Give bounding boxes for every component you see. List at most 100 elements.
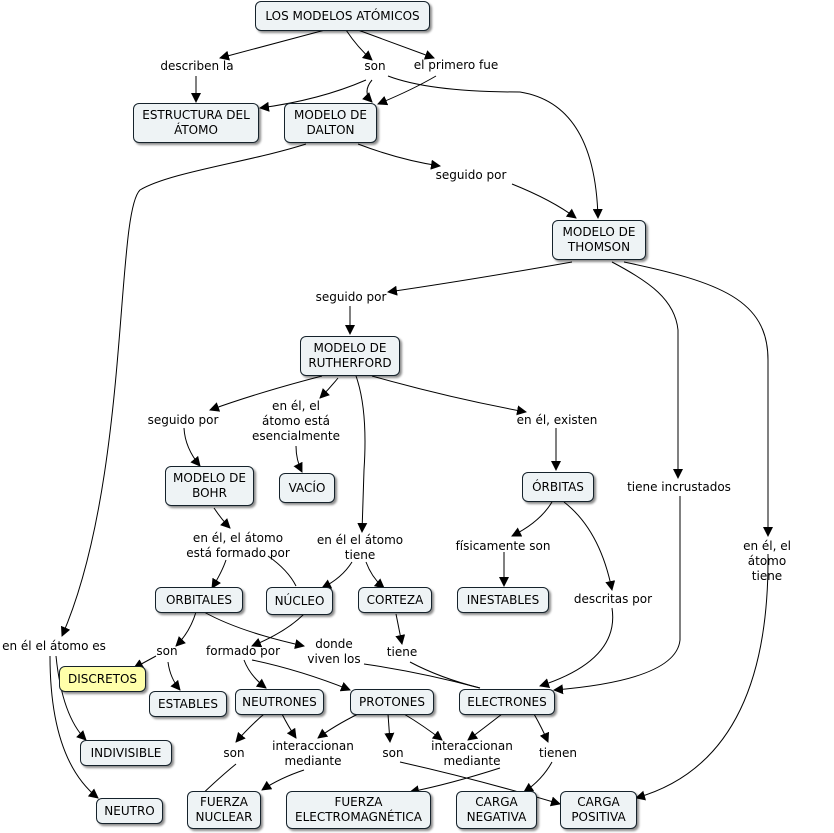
node-protones[interactable]: PROTONES — [350, 689, 434, 715]
edge-son-estables — [167, 661, 181, 691]
link-atomo-tiene: en él el átomo tiene — [316, 533, 404, 562]
edge-rutherford-existen — [371, 375, 527, 416]
edge-son-thomson — [387, 75, 603, 219]
edge-bohr-formado — [213, 507, 231, 529]
edge-protones-son — [384, 713, 395, 743]
node-neutrones[interactable]: NEUTRONES — [235, 689, 324, 715]
edge-rutherford-vacio-link — [319, 377, 339, 399]
node-orbitas[interactable]: ÓRBITAS — [522, 472, 594, 502]
edge-descritas-electrones — [539, 607, 614, 688]
node-indivisible[interactable]: INDIVISIBLE — [80, 740, 172, 766]
node-neutro[interactable]: NEUTRO — [96, 798, 163, 824]
node-orbitales[interactable]: ORBITALES — [155, 587, 243, 613]
node-modelo-thomson[interactable]: MODELO DE THOMSON — [552, 220, 646, 260]
edge-orbitas-fisicamente — [511, 501, 553, 537]
edge-formado-orbitales — [211, 559, 227, 589]
edge-modelos-primero — [357, 29, 435, 60]
edge-modelos-describen — [219, 29, 326, 61]
link-son-orbitales: son — [156, 644, 178, 658]
link-son-protones: son — [382, 746, 404, 760]
edge-protones-inter1 — [317, 713, 359, 739]
edge-corteza-tiene — [395, 613, 406, 645]
edge-electrones-tienen — [533, 713, 550, 743]
edge-dalton-seguido — [357, 143, 441, 170]
link-atomo-formado: en él, el átomo está formado por — [186, 531, 290, 560]
edge-vacio-link-vacio — [293, 445, 303, 473]
node-inestables[interactable]: INESTABLES — [457, 587, 549, 613]
link-son-neutrones: son — [223, 746, 245, 760]
link-describen: describen la — [160, 59, 234, 73]
node-corteza[interactable]: CORTEZA — [358, 587, 432, 613]
node-modelos-atomicos[interactable]: LOS MODELOS ATÓMICOS — [255, 1, 430, 31]
node-estructura-atomo[interactable]: ESTRUCTURA DEL ÁTOMO — [133, 103, 259, 143]
link-seguido-por-2: seguido por — [315, 290, 387, 304]
link-seguido-por-1: seguido por — [435, 168, 507, 182]
link-atomo-es: en él el átomo es — [2, 639, 106, 653]
edge-tiene-corteza — [365, 561, 385, 589]
edge-donde-electrones — [363, 663, 481, 689]
node-discretos[interactable]: DISCRETOS — [59, 666, 146, 692]
edge-tienen-carga-negativa — [523, 761, 553, 793]
edge-incrustados-electrones — [553, 496, 681, 695]
edge-inter2-fuerza-em — [409, 767, 501, 796]
edge-orbitas-descritas — [563, 501, 616, 591]
edge-rutherford-tiene — [355, 375, 368, 533]
node-estables[interactable]: ESTABLES — [149, 691, 227, 717]
link-en-el-existen: en él, existen — [516, 413, 598, 427]
edge-atomo-tiene-positiva — [635, 553, 769, 801]
link-formado-por: formado por — [206, 644, 280, 658]
edge-tiene-nucleo — [321, 561, 353, 589]
link-atomo-tiene-2: en él, el átomo tiene — [743, 539, 791, 583]
node-carga-negativa[interactable]: CARGA NEGATIVA — [456, 791, 537, 829]
node-fuerza-electromagnetica[interactable]: FUERZA ELECTROMAGNÉTICA — [286, 791, 431, 829]
link-tiene-corteza: tiene — [386, 645, 418, 659]
link-donde-viven: donde viven los — [307, 637, 361, 666]
edge-thomson-atomo-tiene — [623, 261, 773, 537]
edge-formado-nucleo — [267, 555, 297, 587]
node-modelo-rutherford[interactable]: MODELO DE RUTHERFORD — [300, 336, 400, 376]
edge-protones-inter2 — [403, 713, 443, 741]
link-atomo-esencialmente: en él, el átomo está esencialmente — [251, 399, 341, 443]
edge-modelos-son — [345, 29, 373, 61]
node-electrones[interactable]: ELECTRONES — [459, 689, 555, 715]
link-son-top: son — [364, 59, 386, 73]
node-carga-positiva[interactable]: CARGA POSITIVA — [560, 791, 637, 829]
link-interaccionan-2: interaccionan mediante — [431, 739, 513, 768]
edge-son-dalton — [362, 79, 373, 103]
link-tiene-incrustados: tiene incrustados — [627, 480, 731, 494]
node-fuerza-nuclear[interactable]: FUERZA NUCLEAR — [187, 791, 261, 829]
edge-dalton-atomo-es — [61, 143, 307, 637]
edge-nucleo-formado — [251, 613, 305, 648]
edge-thomson-seguido — [387, 261, 573, 296]
edge-seguido-bohr — [183, 427, 201, 467]
node-modelo-bohr[interactable]: MODELO DE BOHR — [165, 466, 254, 506]
edge-son-estructura — [259, 79, 367, 112]
edge-formado-neutrones — [243, 659, 267, 689]
edge-formado-protones — [251, 659, 351, 692]
edge-thomson-incrustados — [611, 261, 683, 479]
edge-atomo-es-neutro — [49, 655, 99, 799]
edge-orbitales-donde — [203, 611, 305, 649]
node-modelo-dalton[interactable]: MODELO DE DALTON — [284, 103, 377, 143]
link-fisicamente-son: físicamente son — [455, 539, 551, 553]
link-tienen: tienen — [538, 746, 578, 760]
edge-inter-fuerza-nuclear — [261, 769, 305, 791]
edge-neutrones-son — [235, 713, 265, 743]
node-nucleo[interactable]: NÚCLEO — [266, 587, 333, 615]
edge-rutherford-seguido — [209, 375, 323, 412]
edge-orbitales-son — [175, 611, 197, 647]
edge-atomo-es-indivisible — [55, 655, 87, 741]
edge-electrones-inter2 — [467, 713, 503, 741]
node-vacio[interactable]: VACÍO — [279, 473, 335, 503]
link-seguido-por-3: seguido por — [147, 413, 219, 427]
edge-primero-dalton — [377, 75, 437, 106]
edge-son-carga-positiva — [399, 761, 561, 807]
edge-tiene-electrones — [409, 661, 481, 689]
edge-neutrones-inter — [281, 713, 297, 739]
link-interaccionan-1: interaccionan mediante — [272, 739, 354, 768]
link-descritas-por: descritas por — [573, 592, 653, 606]
link-primero-fue: el primero fue — [413, 58, 499, 72]
edge-seguido-thomson — [511, 183, 577, 219]
